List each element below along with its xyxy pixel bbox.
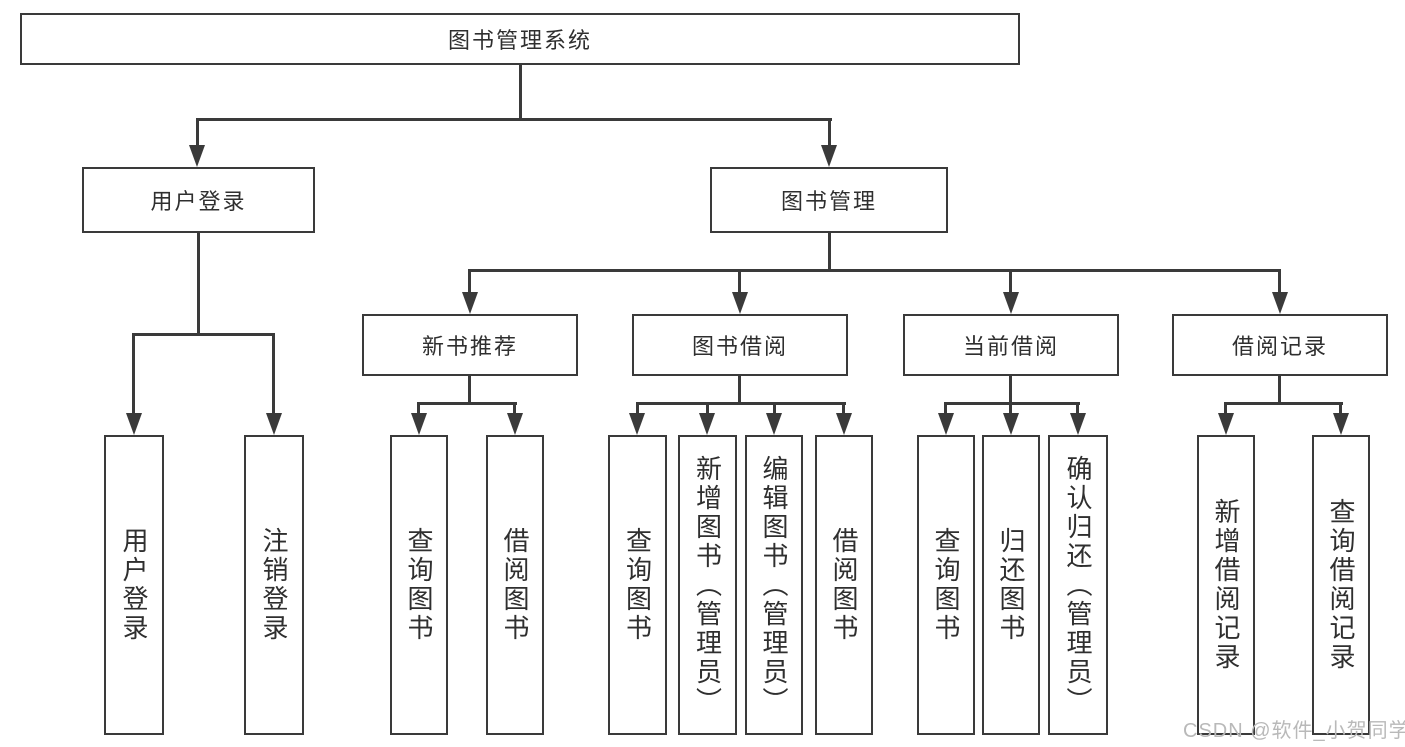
leaf-nb-borrow-books: 借阅图书	[486, 435, 544, 735]
connector-drop-nb-borrow	[513, 402, 516, 415]
leaf-logout-label: 注销登录	[259, 527, 289, 643]
connector-root-hbar	[196, 118, 832, 121]
connector-userlogin-hbar	[132, 333, 275, 336]
arrowhead-bb-borrow	[836, 413, 852, 435]
leaf-cb-return-books-label: 归还图书	[996, 527, 1026, 643]
leaf-bb-borrow-books-label: 借阅图书	[829, 527, 859, 643]
csdn-watermark: CSDN @软件_小贺同学	[1183, 720, 1405, 742]
connector-drop-current-borrow	[1009, 269, 1012, 294]
leaf-bb-query-books: 查询图书	[608, 435, 667, 735]
leaf-bb-borrow-books: 借阅图书	[815, 435, 873, 735]
leaf-bb-edit-books-admin: 编辑图书（管理员）	[745, 435, 803, 735]
connector-bookmgmt-stem	[828, 233, 831, 272]
arrowhead-br-add	[1218, 413, 1234, 435]
leaf-nb-query-books: 查询图书	[390, 435, 448, 735]
arrowhead-bb-add	[699, 413, 715, 435]
connector-br-stem	[1278, 376, 1281, 405]
leaf-br-query-record: 查询借阅记录	[1312, 435, 1370, 735]
connector-drop-br-add	[1224, 402, 1227, 415]
leaf-bb-query-books-label: 查询图书	[622, 527, 653, 643]
node-book-borrow: 图书借阅	[632, 314, 848, 376]
arrowhead-nb-borrow	[507, 413, 523, 435]
arrowhead-cb-confirm	[1070, 413, 1086, 435]
connector-root-stem	[519, 64, 522, 121]
connector-bb-stem	[738, 376, 741, 405]
leaf-logout: 注销登录	[244, 435, 304, 735]
arrowhead-ul-logout	[266, 413, 282, 435]
connector-drop-nb-query	[417, 402, 420, 415]
arrowhead-ul-login	[126, 413, 142, 435]
node-root: 图书管理系统	[20, 13, 1020, 65]
leaf-br-add-record: 新增借阅记录	[1197, 435, 1255, 735]
leaf-nb-borrow-books-label: 借阅图书	[500, 527, 530, 643]
arrowhead-current-borrow	[1003, 292, 1019, 314]
node-current-borrow-label: 当前借阅	[962, 334, 1059, 359]
connector-bb-hbar	[636, 402, 846, 405]
leaf-nb-query-books-label: 查询图书	[404, 527, 434, 643]
connector-drop-bb-borrow	[842, 402, 845, 415]
arrowhead-nb-query	[411, 413, 427, 435]
arrowhead-cb-return	[1003, 413, 1019, 435]
arrowhead-book-borrow	[732, 292, 748, 314]
leaf-cb-query-books-label: 查询图书	[931, 527, 961, 643]
node-borrow-records: 借阅记录	[1172, 314, 1388, 376]
node-book-management: 图书管理	[710, 167, 948, 233]
connector-drop-borrow-records	[1278, 269, 1281, 294]
connector-drop-cb-confirm	[1076, 402, 1079, 415]
connector-cb-hbar	[944, 402, 1080, 405]
connector-drop-book-mgmt	[828, 118, 831, 148]
arrowhead-user-login	[189, 145, 205, 167]
connector-cb-stem	[1009, 376, 1012, 405]
node-user-login: 用户登录	[82, 167, 315, 233]
leaf-br-query-record-label: 查询借阅记录	[1326, 498, 1356, 672]
leaf-bb-add-books-admin-label: 新增图书（管理员）	[692, 454, 723, 716]
arrowhead-bb-query	[629, 413, 645, 435]
arrowhead-book-mgmt	[821, 145, 837, 167]
connector-drop-ul-logout	[272, 333, 275, 415]
node-root-label: 图书管理系统	[447, 28, 592, 53]
connector-drop-user-login	[196, 118, 199, 148]
connector-nbr-stem	[468, 376, 471, 405]
leaf-bb-add-books-admin: 新增图书（管理员）	[678, 435, 737, 735]
leaf-user-login: 用户登录	[104, 435, 164, 735]
arrowhead-br-query	[1333, 413, 1349, 435]
leaf-bb-edit-books-admin-label: 编辑图书（管理员）	[759, 454, 789, 716]
arrowhead-cb-query	[938, 413, 954, 435]
node-book-borrow-label: 图书借阅	[691, 334, 788, 359]
connector-drop-ul-login	[132, 333, 135, 415]
arrowhead-new-book-rec	[462, 292, 478, 314]
node-borrow-records-label: 借阅记录	[1231, 334, 1328, 359]
node-user-login-label: 用户登录	[150, 189, 247, 214]
leaf-br-add-record-label: 新增借阅记录	[1211, 498, 1241, 672]
connector-userlogin-stem	[197, 233, 200, 336]
node-current-borrow: 当前借阅	[903, 314, 1119, 376]
connector-drop-cb-query	[944, 402, 947, 415]
connector-drop-br-query	[1339, 402, 1342, 415]
arrowhead-bb-edit	[766, 413, 782, 435]
connector-br-hbar	[1224, 402, 1343, 405]
connector-drop-bb-query	[636, 402, 639, 415]
connector-drop-book-borrow	[738, 269, 741, 294]
connector-drop-bb-add	[706, 402, 709, 415]
connector-drop-bb-edit	[773, 402, 776, 415]
connector-drop-cb-return	[1009, 402, 1012, 415]
node-new-book-recommend: 新书推荐	[362, 314, 578, 376]
leaf-cb-confirm-return-admin: 确认归还（管理员）	[1048, 435, 1108, 735]
connector-drop-new-book-rec	[468, 269, 471, 294]
connector-nbr-hbar	[417, 402, 517, 405]
arrowhead-borrow-records	[1272, 292, 1288, 314]
leaf-cb-query-books: 查询图书	[917, 435, 975, 735]
leaf-cb-return-books: 归还图书	[982, 435, 1040, 735]
leaf-cb-confirm-return-admin-label: 确认归还（管理员）	[1063, 454, 1093, 716]
node-new-book-recommend-label: 新书推荐	[421, 334, 518, 359]
leaf-user-login-label: 用户登录	[119, 527, 149, 643]
connector-bookmgmt-hbar	[468, 269, 1281, 272]
node-book-management-label: 图书管理	[780, 189, 877, 214]
